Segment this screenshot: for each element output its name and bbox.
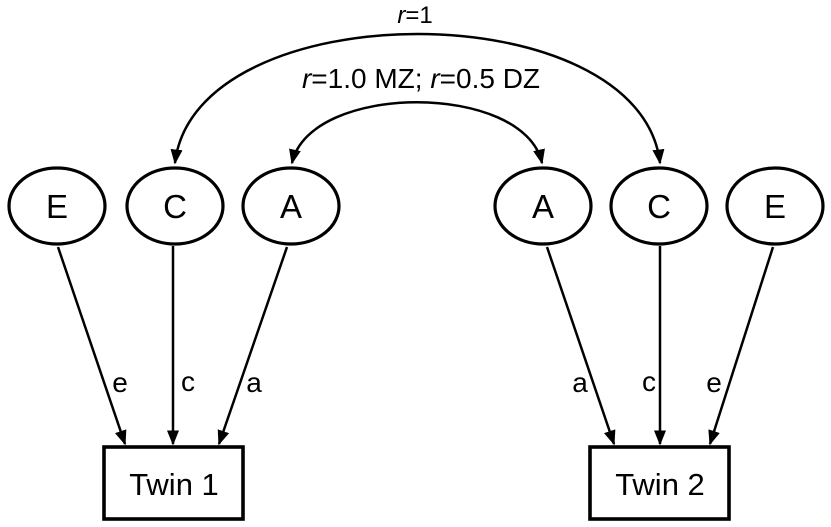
r-symbol: r — [302, 63, 313, 94]
correlation-arc-C-C — [170, 32, 665, 165]
observed-box-twin2 — [588, 445, 731, 521]
coefficient-label-e-twin2: e — [706, 367, 722, 398]
correlation-arc-A-A — [289, 101, 545, 165]
latent-ellipse-A-twin1 — [241, 166, 341, 246]
path-arrow-e-twin2 — [708, 246, 775, 446]
r-symbol: r — [430, 63, 441, 94]
coefficient-label-c-twin2: c — [642, 366, 656, 397]
latent-label-A-twin2: A — [532, 188, 554, 225]
correlation-label-C-C: r=1 — [397, 2, 432, 29]
latent-label-C-twin1: C — [163, 188, 187, 225]
coefficient-label-a-twin1: a — [246, 367, 262, 398]
path-arrow-a-twin1 — [217, 246, 289, 446]
path-arrow-a-twin2 — [545, 246, 616, 446]
observed-box-twin1 — [102, 445, 245, 521]
r-value: =0.5 DZ — [440, 63, 540, 94]
coefficient-label-a-twin2: a — [572, 367, 588, 398]
r-value: =1 — [405, 2, 432, 29]
r-symbol: r — [397, 2, 406, 29]
coefficient-label-e-twin1: e — [112, 367, 128, 398]
latent-ellipse-E-twin2 — [725, 166, 825, 246]
latent-label-E-twin1: E — [46, 188, 68, 225]
latent-ellipse-C-twin2 — [609, 166, 709, 246]
latent-ellipse-C-twin1 — [125, 166, 225, 246]
r-value: =1.0 MZ; — [311, 63, 430, 94]
latent-ellipse-E-twin1 — [7, 166, 107, 246]
correlation-label-A-A: r=1.0 MZ; r=0.5 DZ — [302, 63, 540, 94]
observed-label-twin1: Twin 1 — [129, 467, 219, 502]
latent-ellipse-A-twin2 — [493, 166, 593, 246]
coefficient-label-c-twin1: c — [181, 366, 195, 397]
latent-label-E-twin2: E — [764, 188, 786, 225]
observed-label-twin2: Twin 2 — [615, 467, 705, 502]
latent-label-A-twin1: A — [280, 188, 302, 225]
latent-label-C-twin2: C — [647, 188, 671, 225]
path-arrow-e-twin1 — [56, 246, 127, 446]
